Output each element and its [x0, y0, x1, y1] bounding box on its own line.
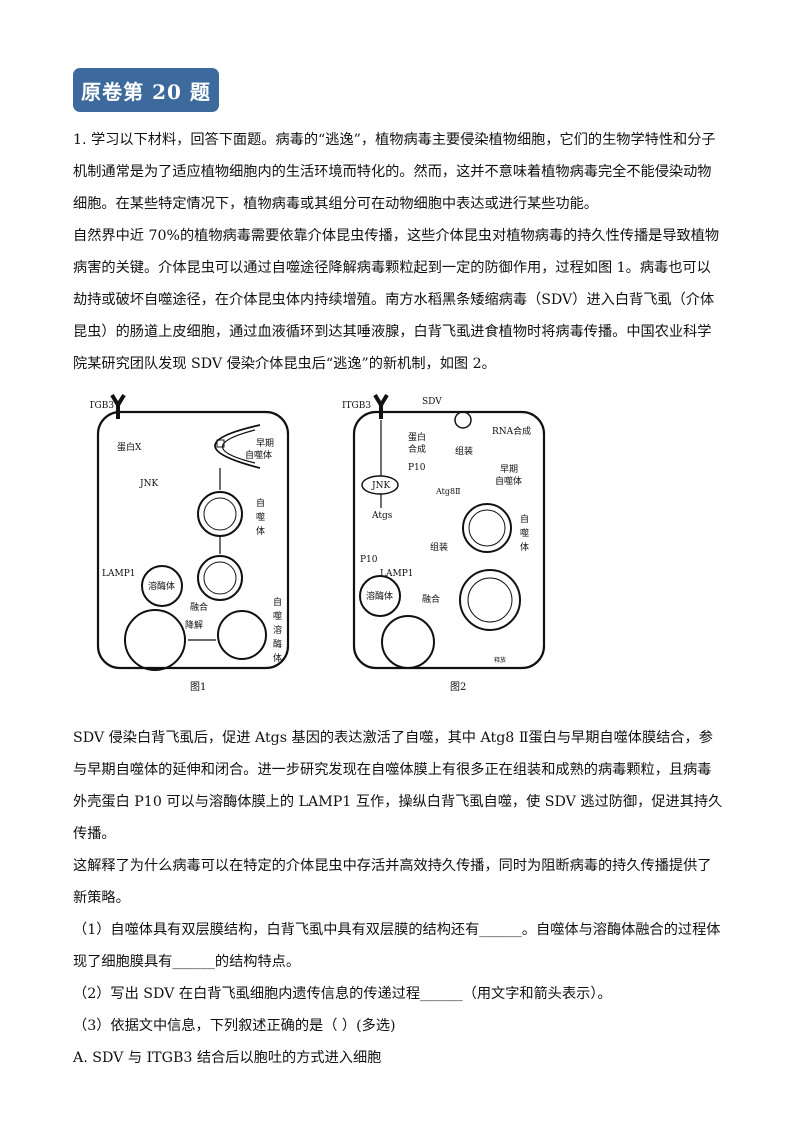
fig1-al-4: 酶 — [273, 638, 282, 650]
question-2: （2）写出 SDV 在白背飞虱细胞内遗传信息的传递过程______（用文字和箭头… — [73, 986, 612, 1002]
figure-panel: ITGB3 蛋白X 早期 自噬体 JNK 自 噬 体 LAMP1 溶酶体 融合 … — [85, 390, 550, 705]
fig2-atgs-label: Atgs — [371, 511, 393, 521]
fig1-protein-x-label: 蛋白X — [117, 441, 142, 453]
fig2-protein2-label: 合成 — [408, 443, 426, 455]
intro-text: 1. 学习以下材料，回答下面题。病毒的“逃逸”，植物病毒主要侵染植物细胞，它们的… — [73, 124, 723, 380]
fig1-fuse-label: 融合 — [190, 601, 208, 613]
fig1-auto-2: 噬 — [256, 511, 265, 523]
fig2-assemble-label: 组装 — [455, 445, 473, 457]
fig1-al-3: 溶 — [273, 624, 282, 636]
fig2-rna-label: RNA合成 — [492, 425, 531, 437]
fig2-lyso-label: 溶酶体 — [366, 590, 393, 602]
fig2-auto-2: 噬 — [520, 527, 529, 539]
body-text: SDV 侵染白背飞虱后，促进 Atgs 基因的表达激活了自噬，其中 Atg8 Ⅱ… — [73, 722, 723, 1074]
fig1-al-1: 自 — [273, 596, 282, 608]
fig2-fuse-label: 融合 — [422, 593, 440, 605]
fig1-lamp1-label: LAMP1 — [102, 569, 135, 579]
fig2-jnk-label: JNK — [371, 481, 390, 491]
question-3: （3）依据文中信息，下列叙述正确的是（ ）(多选) — [73, 1018, 396, 1034]
fig1-early-label: 早期 — [256, 438, 274, 449]
fig2-atg8-label: Atg8Ⅱ — [435, 487, 461, 496]
fig2-protein1-label: 蛋白 — [408, 431, 426, 443]
fig2-sdv-label: SDV — [422, 397, 442, 407]
fig2-auto-3: 体 — [520, 541, 529, 553]
fig2-release-label: 释放 — [494, 656, 506, 664]
fig1-al-2: 噬 — [273, 610, 282, 622]
intro-paragraph-1: 1. 学习以下材料，回答下面题。病毒的“逃逸”，植物病毒主要侵染植物细胞，它们的… — [73, 132, 716, 212]
fig2-p10-label: P10 — [408, 463, 426, 473]
figure-2: ITGB3 SDV RNA合成 蛋白 合成 组装 P10 早期 自噬体 JNK … — [342, 393, 546, 693]
body-paragraph-3: SDV 侵染白背飞虱后，促进 Atgs 基因的表达激活了自噬，其中 Atg8 Ⅱ… — [73, 730, 723, 842]
option-a: A. SDV 与 ITGB3 结合后以胞吐的方式进入细胞 — [73, 1050, 382, 1066]
fig2-p10b-label: P10 — [360, 555, 378, 565]
figure-1: ITGB3 蛋白X 早期 自噬体 JNK 自 噬 体 LAMP1 溶酶体 融合 … — [85, 393, 290, 693]
fig1-jnk-label: JNK — [139, 479, 158, 489]
fig1-caption: 图1 — [190, 681, 206, 693]
fig2-lamp1-label: LAMP1 — [380, 569, 413, 579]
fig1-auto-1: 自 — [256, 497, 265, 509]
intro-paragraph-2: 自然界中近 70%的植物病毒需要依靠介体昆虫传播，这些介体昆虫对植物病毒的持久性… — [73, 228, 720, 372]
fig2-itgb3-label: ITGB3 — [342, 401, 371, 411]
fig2-auto-1: 自 — [520, 513, 529, 525]
fig1-itgb3-label: ITGB3 — [90, 401, 114, 411]
fig2-early-label: 早期 — [500, 464, 518, 475]
fig1-al-5: 体 — [273, 652, 282, 664]
fig2-caption: 图2 — [450, 681, 466, 693]
fig2-assemble2-label: 组装 — [430, 541, 448, 553]
fig1-auto-3: 体 — [256, 525, 265, 537]
body-paragraph-4: 这解释了为什么病毒可以在特定的介体昆虫中存活并高效持久传播，同时为阻断病毒的持久… — [73, 858, 712, 906]
fig2-early2-label: 自噬体 — [495, 475, 522, 487]
fig1-degrade-label: 降解 — [185, 619, 203, 631]
fig1-lyso-label: 溶酶体 — [148, 580, 175, 592]
question-badge: 原卷第 20 题 — [73, 68, 219, 112]
fig1-early2-label: 自噬体 — [245, 449, 272, 461]
question-1: （1）自噬体具有双层膜结构，白背飞虱中具有双层膜的结构还有______。自噬体与… — [73, 922, 721, 970]
